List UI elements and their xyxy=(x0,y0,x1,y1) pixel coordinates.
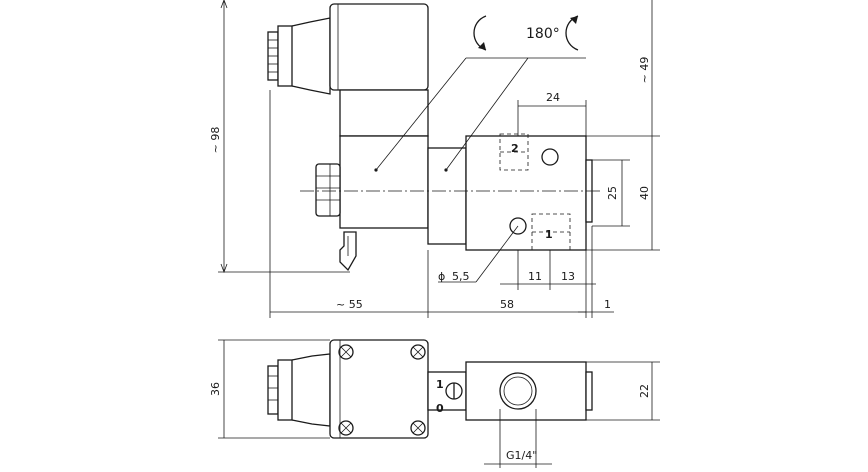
valve-block-bottom xyxy=(465,361,587,421)
mounting-hole-bottom xyxy=(509,217,527,235)
coil-upper xyxy=(339,89,429,137)
coil-body xyxy=(339,135,429,229)
dim-gap: 1 xyxy=(604,298,611,311)
connector-plug xyxy=(267,17,331,95)
rotation-label: 180° xyxy=(526,26,560,42)
port-thread xyxy=(499,372,537,410)
switch-on-mark: 1 xyxy=(436,378,444,391)
dim-port-spacing-h: 24 xyxy=(546,91,560,104)
manual-override xyxy=(315,163,341,217)
dim-block-height: 40 xyxy=(638,186,651,200)
leader-coil xyxy=(375,57,467,171)
dim-bottom-block: 22 xyxy=(638,384,651,398)
bottom-view: 36 1 0 22 xyxy=(209,339,660,468)
dim-13: 13 xyxy=(561,270,575,283)
dim-hole-dia: 5,5 xyxy=(452,270,470,283)
screw-icon xyxy=(338,344,426,436)
leader-valve xyxy=(445,57,529,171)
connector-housing xyxy=(329,3,429,91)
dim-thread: G1/4" xyxy=(506,449,537,462)
switch-off-mark: 0 xyxy=(436,402,444,415)
mounting-hole-top xyxy=(541,148,559,166)
dim-overall-height: ~ 98 xyxy=(209,127,222,154)
diameter-symbol-icon: ϕ xyxy=(438,270,445,283)
port-2-label: 2 xyxy=(511,142,519,155)
dim-top-offset: ~ 49 xyxy=(638,57,651,84)
dim-valve-length: 58 xyxy=(500,298,514,311)
valve-block xyxy=(465,135,587,251)
dim-port-spacing-v: 25 xyxy=(606,186,619,200)
port-1-label: 1 xyxy=(545,228,553,241)
top-view: ~ 98 xyxy=(209,0,660,318)
port-2-hidden xyxy=(499,133,529,171)
armature-tube xyxy=(427,147,467,245)
armature-tube-bottom xyxy=(427,371,467,411)
dim-11: 11 xyxy=(528,270,542,283)
dim-bottom-height: 36 xyxy=(209,382,222,396)
lead-clip xyxy=(339,231,357,272)
dim-coil-width: ~ 55 xyxy=(336,298,363,311)
